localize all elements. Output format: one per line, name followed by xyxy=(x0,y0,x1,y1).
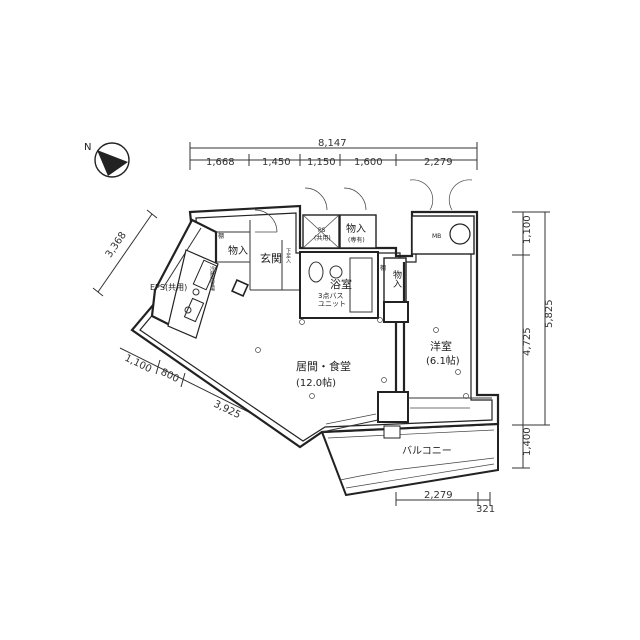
partitions xyxy=(150,179,492,439)
room-living: 居間・食堂 xyxy=(296,359,351,373)
right-dimensions: 1,100 4,725 5,825 1,400 xyxy=(512,211,555,469)
dim-right-total: 5,825 xyxy=(544,299,555,328)
room-bath: 浴室 xyxy=(330,277,352,291)
room-storage-top: 物入 xyxy=(346,222,366,235)
room-ps: PS xyxy=(318,227,326,234)
room-shelf2: 棚 xyxy=(380,264,386,272)
dim-right-c: 1,400 xyxy=(522,427,533,456)
dim-bottom-b: 321 xyxy=(476,504,495,515)
dim-top-4: 1,600 xyxy=(354,157,383,168)
top-dimensions: 8,147 1,668 1,450 1,150 1,600 2,279 xyxy=(189,138,478,170)
dim-top-total: 8,147 xyxy=(318,138,347,149)
room-storage-right: 物入 xyxy=(391,269,402,288)
room-storage-left: 物入 xyxy=(228,244,248,257)
room-labels: 居間・食堂 (12.0帖) 洋室 (6.1帖) 浴室 3点バス ユニット 玄関 … xyxy=(150,222,460,457)
room-balcony: バルコニー xyxy=(402,445,452,457)
dim-bottom-a: 2,279 xyxy=(424,490,453,501)
dim-left-top: 3,368 xyxy=(104,230,129,260)
room-western: 洋室 xyxy=(430,339,452,353)
room-storage-top-sub: (専有) xyxy=(348,236,365,244)
room-shoe: 下足入 xyxy=(285,248,291,263)
dim-top-3: 1,150 xyxy=(307,157,336,168)
room-living-size: (12.0帖) xyxy=(296,376,336,389)
bottom-dimensions: 2,279 321 xyxy=(395,490,495,515)
dim-right-b: 4,725 xyxy=(522,327,533,356)
room-western-size: (6.1帖) xyxy=(426,354,460,367)
room-shelf: 棚 xyxy=(218,232,224,240)
dim-top-2: 1,450 xyxy=(262,157,291,168)
north-label: N xyxy=(84,142,91,153)
room-bath-unit2: ユニット xyxy=(318,300,346,308)
dim-right-a: 1,100 xyxy=(522,215,533,244)
dim-top-1: 1,668 xyxy=(206,157,235,168)
room-bath-unit: 3点バス xyxy=(318,292,343,300)
room-fridge: 冷蔵庫置場 xyxy=(209,265,215,292)
room-ps-sub: (共用) xyxy=(314,234,331,242)
dim-top-5: 2,279 xyxy=(424,157,453,168)
dim-left-mid-a: 1,100 xyxy=(123,353,154,375)
balcony xyxy=(320,422,499,497)
compass-icon: N xyxy=(84,142,130,178)
dim-left-mid-b: 800 xyxy=(159,367,181,385)
fixtures xyxy=(255,317,469,399)
room-entrance: 玄関 xyxy=(260,251,282,265)
room-mb: MB xyxy=(432,233,441,240)
room-eps: EPS(共用) xyxy=(150,283,187,292)
